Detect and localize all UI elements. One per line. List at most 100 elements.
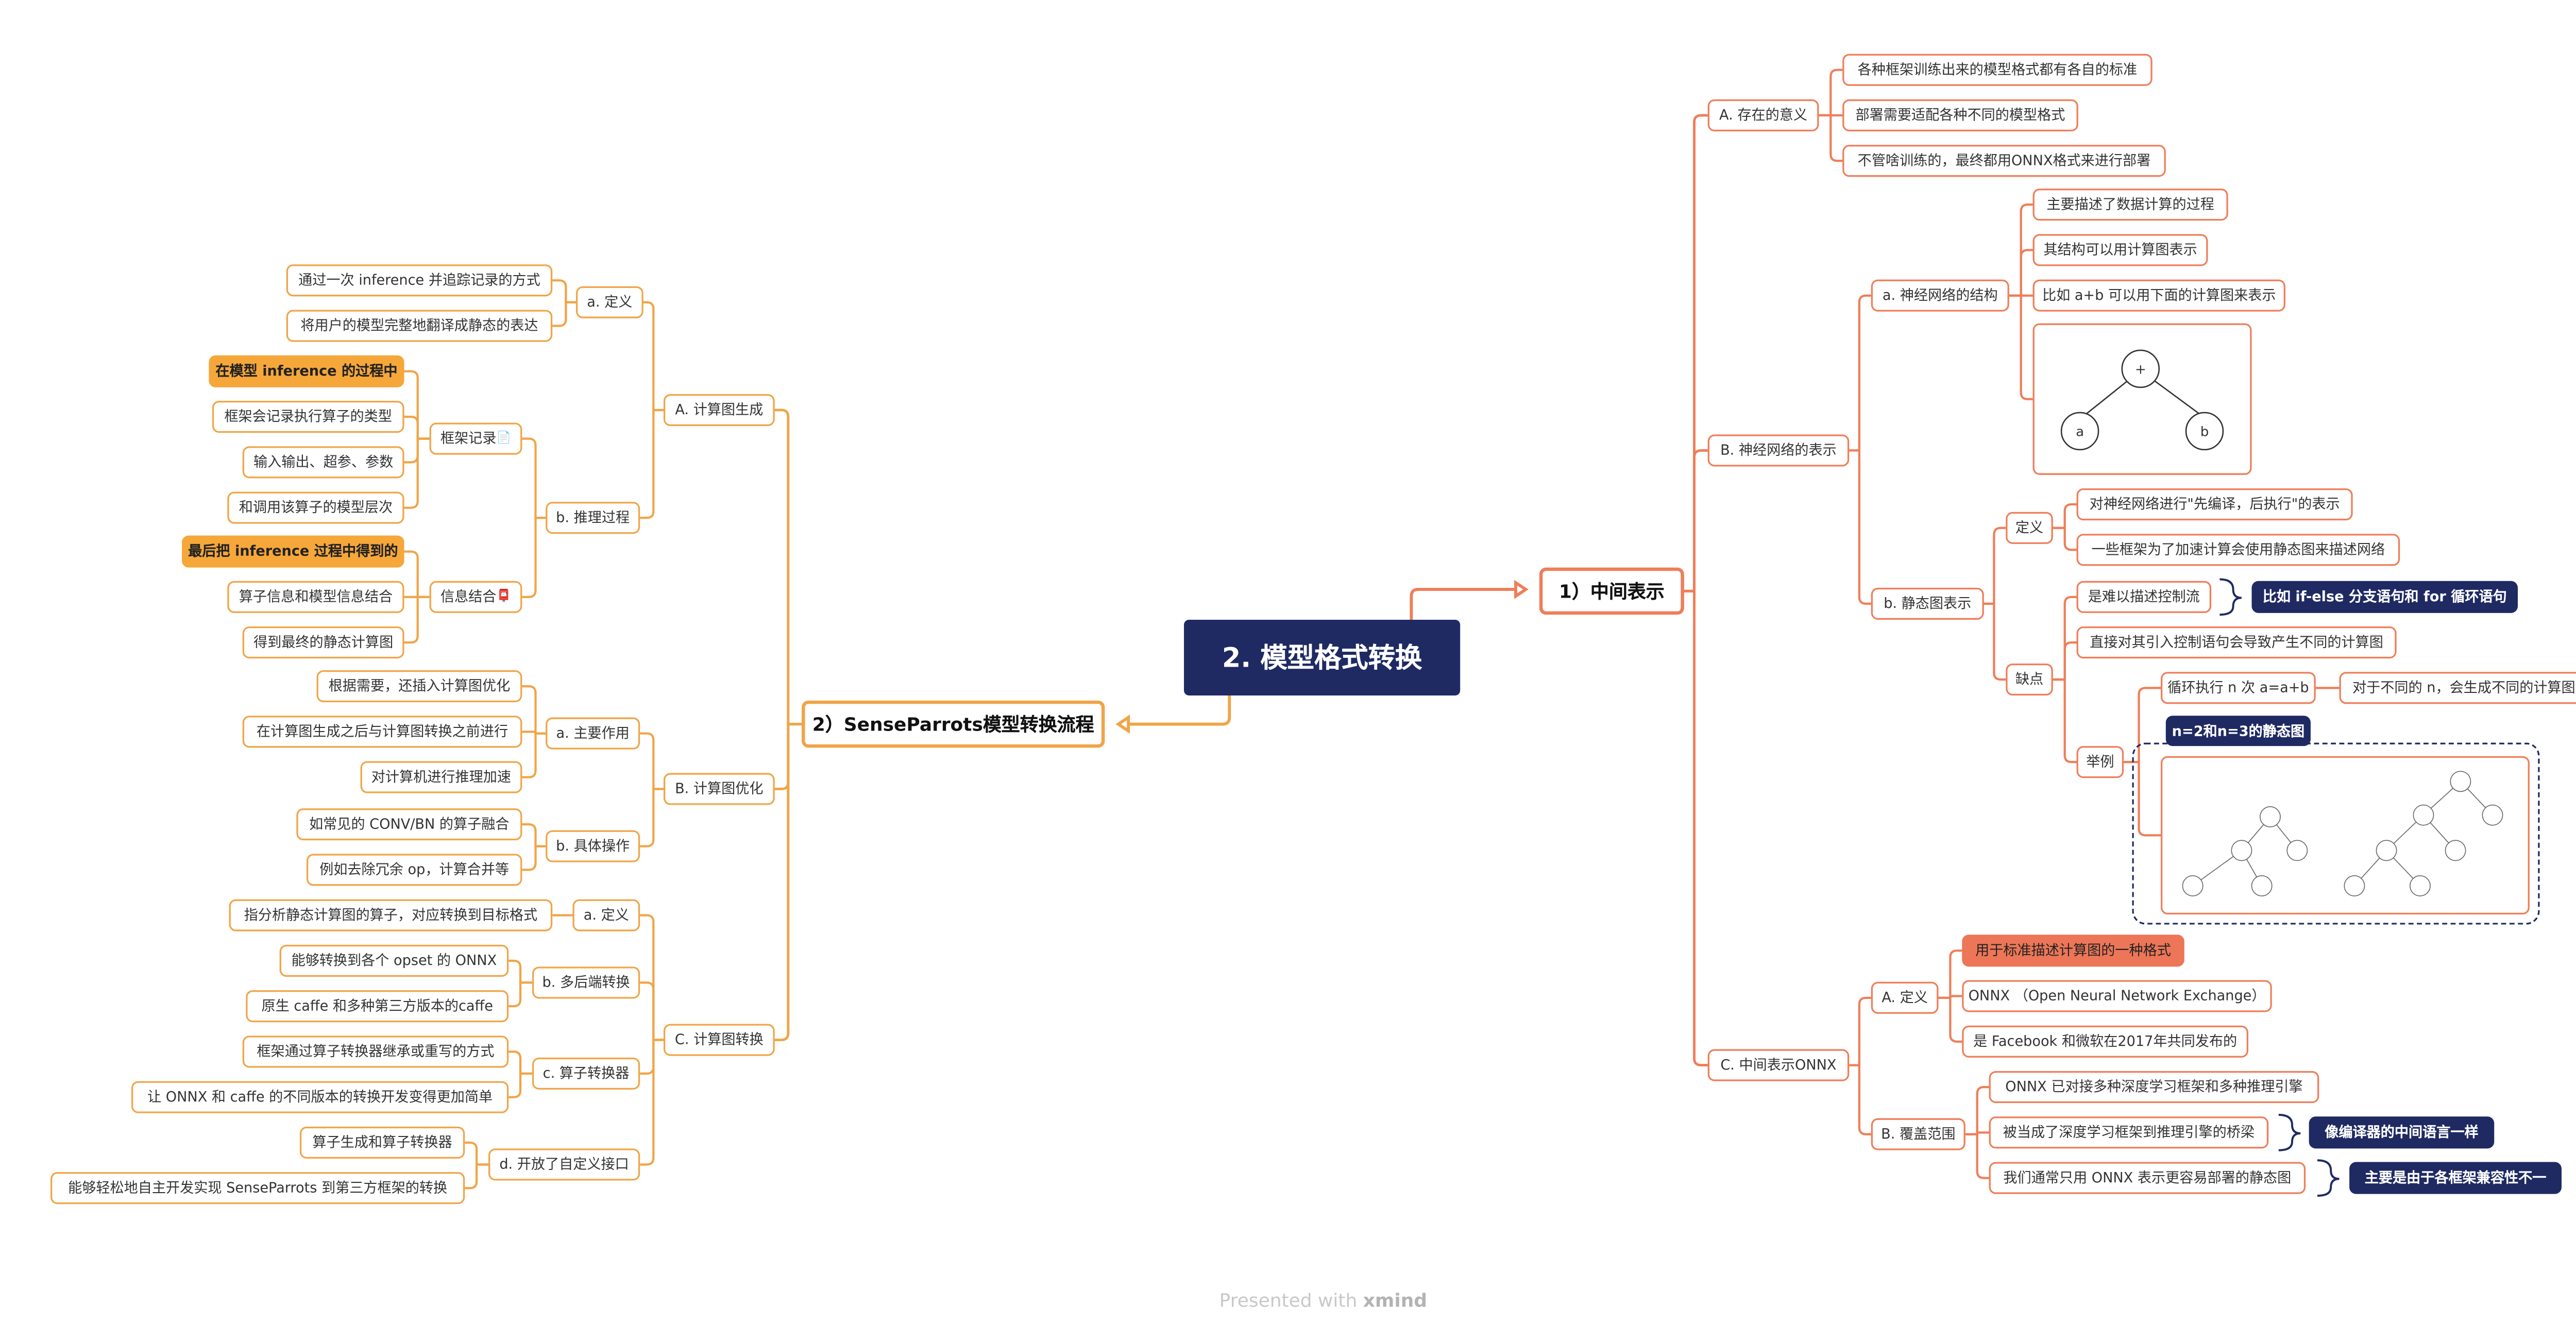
topic-onnx-definition[interactable]: A. 定义 <box>1871 981 1939 1014</box>
leaf-item[interactable]: 是难以描述控制流 <box>2076 581 2212 613</box>
topic-senseparrots-flow[interactable]: 2）SenseParrots模型转换流程 <box>801 700 1105 748</box>
connector <box>640 1039 664 1166</box>
connector <box>522 517 546 598</box>
connector <box>509 959 532 984</box>
connector <box>404 596 430 644</box>
topic-framework-record-label: 框架记录 <box>440 430 497 447</box>
topic-inference-process[interactable]: b. 推理过程 <box>546 502 640 534</box>
topic-op-converter[interactable]: c. 算子转换器 <box>532 1057 640 1090</box>
connector <box>522 732 546 778</box>
connector <box>1849 294 1871 452</box>
leaf-item[interactable]: 对计算机进行推理加速 <box>360 761 522 793</box>
connector <box>774 723 802 1041</box>
topic-operations[interactable]: b. 具体操作 <box>546 830 640 862</box>
leaf-item[interactable]: 主要描述了数据计算的过程 <box>2032 189 2228 221</box>
connector <box>2278 1114 2301 1151</box>
connector <box>774 409 802 726</box>
leaf-item[interactable]: 框架通过算子转换器继承或重写的方式 <box>242 1036 509 1068</box>
topic-conversion-definition[interactable]: a. 定义 <box>572 899 640 931</box>
connector <box>552 279 576 303</box>
topic-main-role[interactable]: a. 主要作用 <box>546 717 640 750</box>
leaf-item[interactable]: 能够转换到各个 opset 的 ONNX <box>279 944 509 977</box>
topic-coverage[interactable]: B. 覆盖范围 <box>1871 1118 1965 1150</box>
leaf-item[interactable]: 输入输出、超参、参数 <box>242 446 404 479</box>
topic-drawbacks[interactable]: 缺点 <box>2006 663 2053 696</box>
topic-info-combine[interactable]: 信息结合📮 <box>429 581 522 613</box>
connector <box>640 1039 664 1075</box>
connector <box>522 845 546 871</box>
leaf-item[interactable]: 如常见的 CONV/BN 的算子融合 <box>296 808 522 841</box>
leaf-item[interactable]: 被当成了深度学习框架到推理引擎的桥梁 <box>1989 1116 2269 1149</box>
topic-nn-structure[interactable]: a. 神经网络的结构 <box>1871 279 2009 312</box>
connector <box>522 437 546 519</box>
leaf-item[interactable]: 得到最终的静态计算图 <box>242 626 404 659</box>
topic-multi-backend[interactable]: b. 多后端转换 <box>532 966 640 999</box>
leaf-item[interactable]: 对神经网络进行"先编译，后执行"的表示 <box>2076 488 2353 521</box>
summary-note[interactable]: 主要是由于各框架兼容性不一 <box>2349 1162 2562 1194</box>
connector <box>1984 602 2006 681</box>
leaf-item[interactable]: 不管啥训练的，最终都用ONNX格式来进行部署 <box>1842 145 2166 177</box>
graph-b-label: b <box>2200 425 2209 440</box>
topic-graph-optimization[interactable]: B. 计算图优化 <box>663 773 775 805</box>
a-plus-b-graph: + a b <box>2060 349 2224 451</box>
connector <box>2053 503 2077 529</box>
topic-generation-definition[interactable]: a. 定义 <box>575 286 643 318</box>
leaf-item[interactable]: 部署需要适配各种不同的模型格式 <box>1842 99 2078 131</box>
connector <box>509 1072 532 1098</box>
footer-text: Presented with <box>1219 1289 1358 1312</box>
topic-framework-record[interactable]: 框架记录📄 <box>429 422 522 455</box>
topic-b-nn-representation[interactable]: B. 神经网络的表示 <box>1707 434 1850 467</box>
leaf-item[interactable]: 和调用该算子的模型层次 <box>227 491 404 524</box>
topic-example[interactable]: 举例 <box>2076 746 2124 778</box>
leaf-item[interactable]: 根据需要，还插入计算图优化 <box>316 670 522 703</box>
topic-graph-conversion[interactable]: C. 计算图转换 <box>663 1024 775 1056</box>
leaf-item[interactable]: 例如去除冗余 op，计算合并等 <box>306 854 522 886</box>
connector <box>2009 294 2033 400</box>
topic-static-graph[interactable]: b. 静态图表示 <box>1871 587 1984 620</box>
leaf-item[interactable]: 让 ONNX 和 caffe 的不同版本的转换开发变得更加简单 <box>131 1081 509 1113</box>
central-topic[interactable]: 2. 模型格式转换 <box>1184 619 1461 696</box>
document-icon: 📄 <box>496 431 511 445</box>
leaf-item[interactable]: 比如 a+b 可以用下面的计算图来表示 <box>2032 279 2285 312</box>
boundary-label[interactable]: n=2和n=3的静态图 <box>2165 716 2311 746</box>
leaf-item[interactable]: 循环执行 n 次 a=a+b <box>2160 672 2316 704</box>
summary-note[interactable]: 像编译器的中间语言一样 <box>2309 1116 2495 1149</box>
leaf-item[interactable]: 将用户的模型完整地翻译成静态的表达 <box>286 310 553 342</box>
leaf-item[interactable]: 通过一次 inference 并追踪记录的方式 <box>286 264 553 297</box>
topic-custom-interface[interactable]: d. 开放了自定义接口 <box>488 1148 640 1181</box>
leaf-item[interactable]: 其结构可以用计算图表示 <box>2032 234 2208 266</box>
leaf-item[interactable]: 对于不同的 n，会生成不同的计算图 <box>2339 672 2576 704</box>
leaf-item[interactable]: 能够轻松地自主开发实现 SenseParrots 到第三方框架的转换 <box>50 1172 465 1204</box>
leaf-item[interactable]: 在计算图生成之后与计算图转换之前进行 <box>242 716 522 748</box>
static-graphs-image <box>2160 756 2530 915</box>
connector <box>1938 949 1962 999</box>
summary-note[interactable]: 比如 if-else 分支语句和 for 循环语句 <box>2251 581 2518 613</box>
leaf-item-highlight[interactable]: 用于标准描述计算图的一种格式 <box>1962 935 2184 967</box>
topic-graph-generation[interactable]: A. 计算图生成 <box>663 394 775 427</box>
leaf-item[interactable]: 框架会记录执行算子的类型 <box>212 400 404 433</box>
leaf-item[interactable]: 各种框架训练出来的模型格式都有各自的标准 <box>1842 54 2153 86</box>
leaf-item[interactable]: 算子信息和模型信息结合 <box>227 581 404 613</box>
leaf-item[interactable]: 直接对其引入控制语句会导致产生不同的计算图 <box>2076 626 2397 659</box>
leaf-item[interactable]: 一些框架为了加速计算会使用静态图来描述网络 <box>2076 534 2400 566</box>
connector <box>2053 678 2077 763</box>
leaf-item[interactable]: ONNX 已对接多种深度学习框架和多种推理引擎 <box>1989 1071 2319 1104</box>
leaf-item[interactable]: ONNX （Open Neural Network Exchange） <box>1962 980 2272 1012</box>
topic-intermediate-representation[interactable]: 1）中间表示 <box>1539 567 1684 615</box>
connector <box>404 550 430 598</box>
connector <box>465 1163 488 1190</box>
leaf-item[interactable]: 是 Facebook 和微软在2017年共同发布的 <box>1962 1025 2248 1058</box>
leaf-item-highlight[interactable]: 最后把 inference 过程中得到的 <box>182 535 404 568</box>
leaf-item[interactable]: 算子生成和算子转换器 <box>299 1126 465 1159</box>
leaf-item[interactable]: 原生 caffe 和多种第三方版本的caffe <box>246 990 509 1023</box>
topic-a-meaning[interactable]: A. 存在的意义 <box>1707 99 1819 131</box>
connector <box>1410 588 1516 620</box>
topic-onnx[interactable]: C. 中间表示ONNX <box>1707 1049 1850 1081</box>
leaf-item[interactable]: 我们通常只用 ONNX 表示更容易部署的静态图 <box>1989 1162 2306 1194</box>
topic-static-definition[interactable]: 定义 <box>2006 512 2053 544</box>
xmind-logo: xmind <box>1363 1289 1428 1312</box>
connector <box>509 1050 532 1075</box>
leaf-item[interactable]: 指分析静态计算图的算子，对应转换到目标格式 <box>229 899 553 931</box>
leaf-item-highlight[interactable]: 在模型 inference 的过程中 <box>209 355 404 387</box>
